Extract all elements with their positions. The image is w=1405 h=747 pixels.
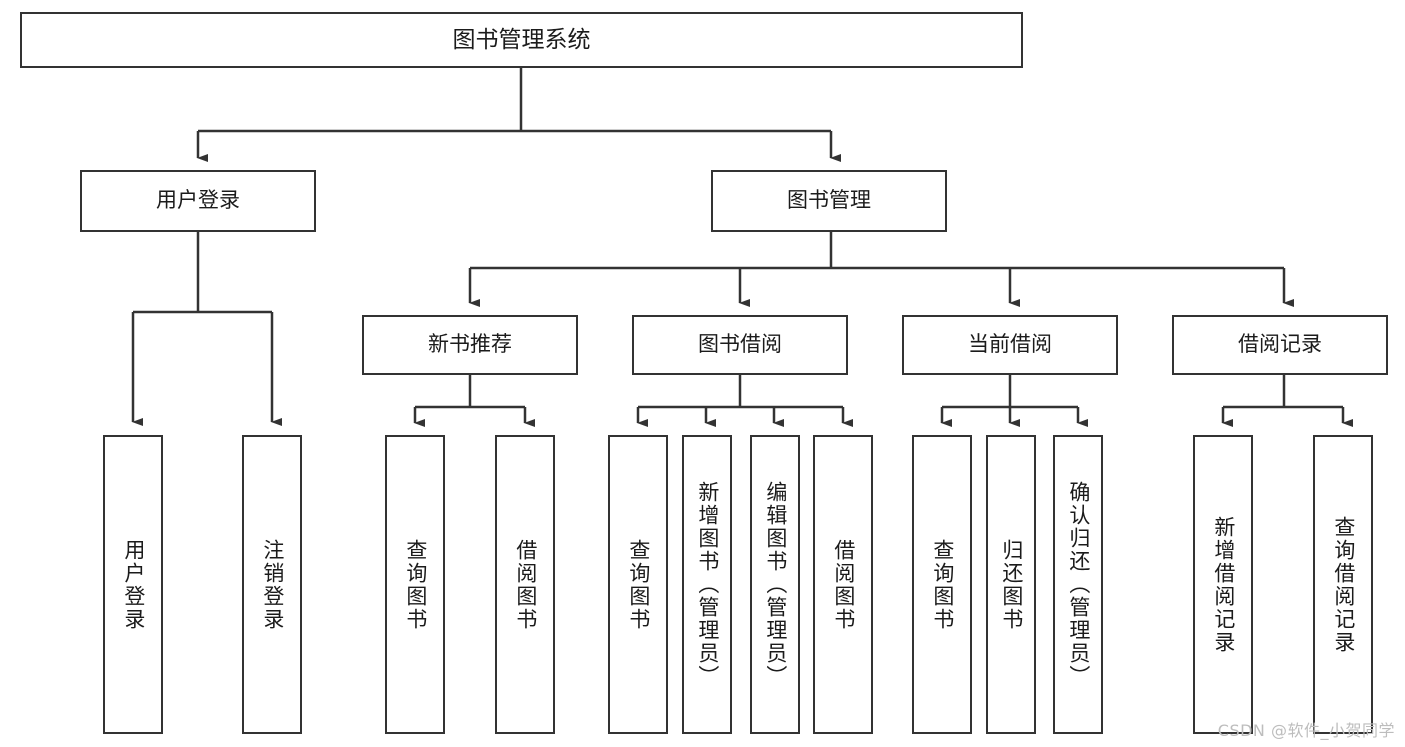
node-leaf-add-record[interactable]: 新增借阅记录 [1193,435,1253,734]
node-current-borrow-label: 当前借阅 [968,332,1052,357]
node-leaf-edit-book-label: 编辑图书（管理员） [763,481,788,688]
watermark: CSDN @软件_小贺同学 [1217,721,1395,740]
node-leaf-logout[interactable]: 注销登录 [242,435,302,734]
node-borrow-record-label: 借阅记录 [1238,332,1322,357]
node-leaf-query-book-3[interactable]: 查询图书 [912,435,972,734]
node-leaf-return-book[interactable]: 归还图书 [986,435,1036,734]
node-book-borrow[interactable]: 图书借阅 [632,315,848,375]
node-user-login[interactable]: 用户登录 [80,170,316,232]
node-leaf-return-book-label: 归还图书 [999,538,1024,631]
node-leaf-query-book-2[interactable]: 查询图书 [608,435,668,734]
node-user-login-label: 用户登录 [156,188,240,213]
node-current-borrow[interactable]: 当前借阅 [902,315,1118,375]
node-book-borrow-label: 图书借阅 [698,332,782,357]
node-leaf-borrow-book-1[interactable]: 借阅图书 [495,435,555,734]
node-leaf-add-record-label: 新增借阅记录 [1211,515,1236,654]
node-book-manage[interactable]: 图书管理 [711,170,947,232]
node-root-label: 图书管理系统 [452,26,591,53]
node-leaf-confirm-return[interactable]: 确认归还（管理员） [1053,435,1103,734]
node-leaf-logout-label: 注销登录 [260,538,285,631]
node-leaf-query-book-3-label: 查询图书 [930,538,955,631]
node-leaf-borrow-book-1-label: 借阅图书 [513,538,538,631]
node-leaf-borrow-book-2[interactable]: 借阅图书 [813,435,873,734]
node-leaf-confirm-return-label: 确认归还（管理员） [1066,481,1091,688]
node-leaf-add-book[interactable]: 新增图书（管理员） [682,435,732,734]
node-root[interactable]: 图书管理系统 [20,12,1023,68]
node-leaf-user-login-label: 用户登录 [121,538,146,631]
node-leaf-add-book-label: 新增图书（管理员） [695,481,720,688]
node-leaf-edit-book[interactable]: 编辑图书（管理员） [750,435,800,734]
node-leaf-borrow-book-2-label: 借阅图书 [831,538,856,631]
node-leaf-query-book-1[interactable]: 查询图书 [385,435,445,734]
node-book-manage-label: 图书管理 [787,188,871,213]
node-leaf-query-book-1-label: 查询图书 [403,538,428,631]
node-new-book-rec-label: 新书推荐 [428,332,512,357]
node-borrow-record[interactable]: 借阅记录 [1172,315,1388,375]
node-leaf-query-book-2-label: 查询图书 [626,538,651,631]
node-leaf-query-record[interactable]: 查询借阅记录 [1313,435,1373,734]
node-leaf-user-login[interactable]: 用户登录 [103,435,163,734]
node-new-book-rec[interactable]: 新书推荐 [362,315,578,375]
node-leaf-query-record-label: 查询借阅记录 [1331,515,1356,654]
